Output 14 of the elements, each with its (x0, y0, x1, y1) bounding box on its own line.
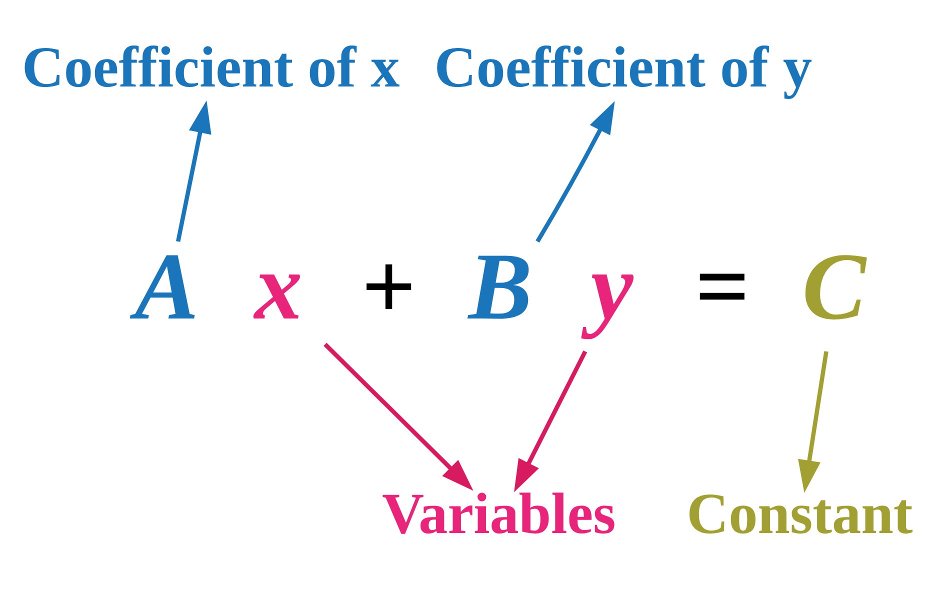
node-text: Variables (382, 480, 616, 546)
label: + (361, 232, 416, 339)
arrow (536, 100, 615, 242)
node-text: x (254, 232, 302, 339)
arrow (514, 350, 588, 492)
arrow (176, 100, 212, 242)
arrow (324, 342, 474, 490)
arrow (798, 350, 828, 492)
node-text: C (802, 232, 866, 339)
node-text: Constant (686, 480, 913, 546)
node-text: Coefficient of x (22, 34, 400, 99)
node-text: Coefficient of y (434, 34, 812, 99)
label: = (695, 232, 750, 339)
node-text: B (468, 232, 532, 339)
